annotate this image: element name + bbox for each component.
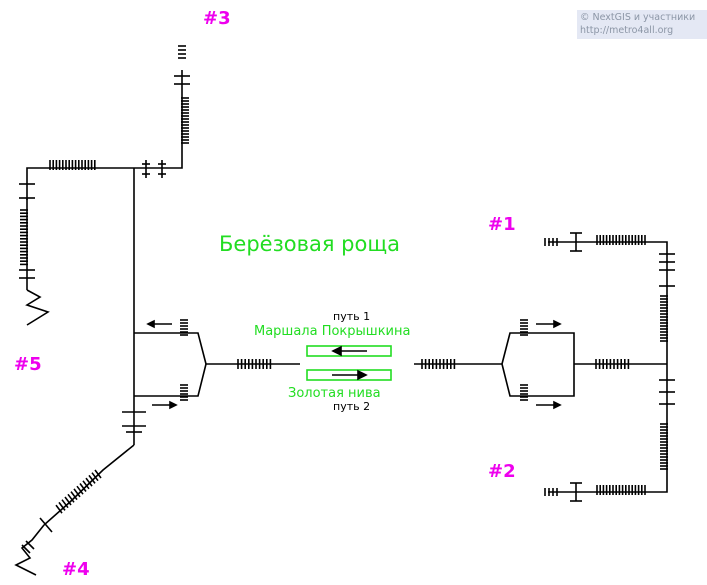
exit4-gate-tick	[39, 517, 53, 533]
station-name: Берёзовая роща	[219, 232, 400, 256]
exit4-escalator-tick	[79, 483, 87, 492]
zone-label-3: #3	[203, 8, 231, 29]
copyright-line-2: http://metro4all.org	[580, 25, 674, 36]
exit4-escalator-tick	[61, 499, 69, 509]
copyright-line-1: © NextGIS и участники	[580, 12, 696, 23]
west-lower-corridor	[134, 363, 207, 397]
zone-label-2: #2	[488, 461, 516, 482]
exit4-escalator-tick	[70, 491, 78, 501]
exit4-escalator-tick	[67, 493, 75, 503]
exit5-branch-line	[26, 167, 134, 200]
exit4-escalator-tick	[58, 501, 66, 511]
exit4-zigzag	[14, 524, 45, 576]
east-spine-line	[597, 241, 668, 364]
zone-label-1: #1	[488, 214, 516, 235]
zone-label-5: #5	[14, 354, 42, 375]
exit4-escalator-tick	[94, 469, 102, 479]
platform-track-1	[306, 345, 392, 357]
track-1-direction: Маршала Покрышкина	[254, 324, 411, 339]
exit4-escalator-tick	[82, 480, 90, 490]
exit5-zigzag	[25, 289, 50, 326]
platform-track-2	[306, 369, 392, 381]
track-2-label: путь 2	[333, 400, 371, 413]
exit4-escalator-tick	[73, 488, 81, 498]
exit3-branch-line	[134, 148, 183, 169]
exit4-stair-tick	[25, 540, 35, 550]
exit4-escalator-tick	[64, 496, 72, 506]
east-spine-lower	[597, 364, 668, 493]
exit4-branch-line	[43, 444, 135, 526]
exit4-escalator-tick	[76, 485, 84, 495]
east-upper-corridor	[501, 332, 575, 397]
exit4-stair-tick	[21, 544, 31, 554]
zone-label-4: #4	[62, 559, 90, 580]
exit4-escalator-tick	[88, 474, 96, 484]
track-2-direction: Золотая нива	[288, 386, 381, 401]
stair-ticks	[19, 45, 675, 554]
west-upper-corridor	[134, 332, 207, 365]
exit4-escalator-tick	[55, 504, 63, 514]
copyright-box: © NextGIS и участники http://metro4all.o…	[577, 10, 707, 39]
exit4-escalator-tick	[91, 472, 99, 482]
track-1-label: путь 1	[333, 310, 371, 323]
exit4-escalator-tick	[85, 477, 93, 487]
